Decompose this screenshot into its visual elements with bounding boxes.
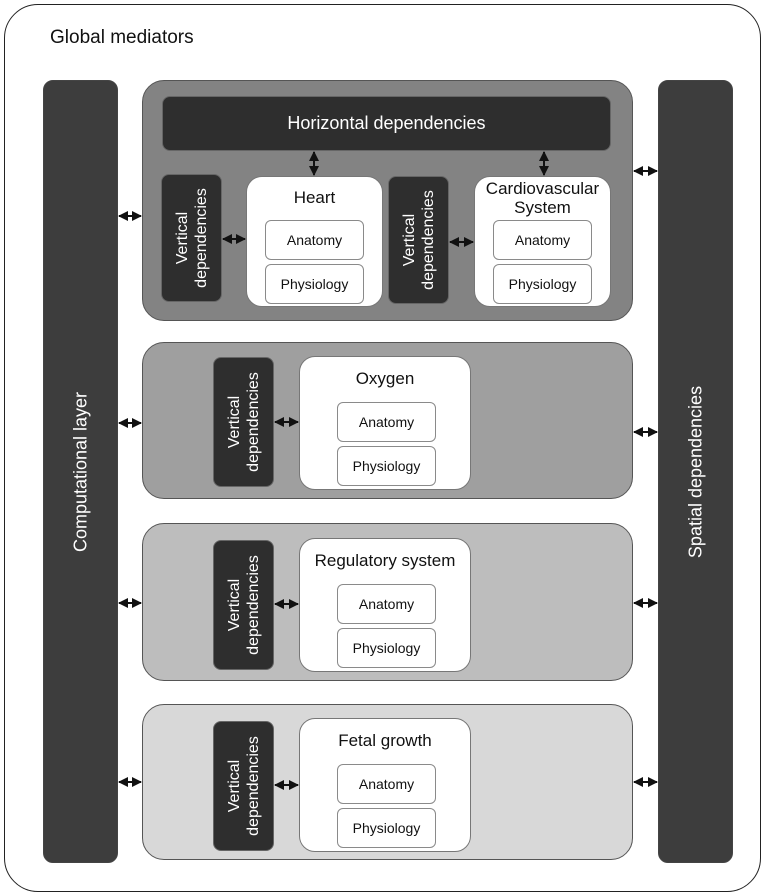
heart-physiology-box: Physiology xyxy=(265,264,364,304)
fetal-physiology-box: Physiology xyxy=(337,808,436,848)
heart-title: Heart xyxy=(293,188,336,207)
cardio-physiology-box: Physiology xyxy=(493,264,592,304)
fetal-growth-module: Fetal growth Anatomy Physiology xyxy=(299,718,471,852)
regulatory-system-module: Regulatory system Anatomy Physiology xyxy=(299,538,471,672)
oxygen-physiology-box: Physiology xyxy=(337,446,436,486)
regulatory-anatomy-box: Anatomy xyxy=(337,584,436,624)
heart-anatomy-box: Anatomy xyxy=(265,220,364,260)
regulatory-physiology-box: Physiology xyxy=(337,628,436,668)
cardio-anatomy-box: Anatomy xyxy=(493,220,592,260)
oxygen-title: Oxygen xyxy=(355,369,415,388)
spatial-dependencies-bar: Spatial dependencies xyxy=(658,80,733,863)
computational-layer-bar: Computational layer xyxy=(43,80,118,863)
global-mediators-title: Global mediators xyxy=(50,27,194,48)
fetal-growth-title: Fetal growth xyxy=(338,731,432,750)
heart-module: Heart Anatomy Physiology xyxy=(246,176,383,307)
oxygen-anatomy-box: Anatomy xyxy=(337,402,436,442)
oxygen-module: Oxygen Anatomy Physiology xyxy=(299,356,471,490)
fetal-anatomy-box: Anatomy xyxy=(337,764,436,804)
regulatory-title: Regulatory system xyxy=(314,551,456,570)
horizontal-dependencies-bar: Horizontal dependencies xyxy=(162,96,611,151)
